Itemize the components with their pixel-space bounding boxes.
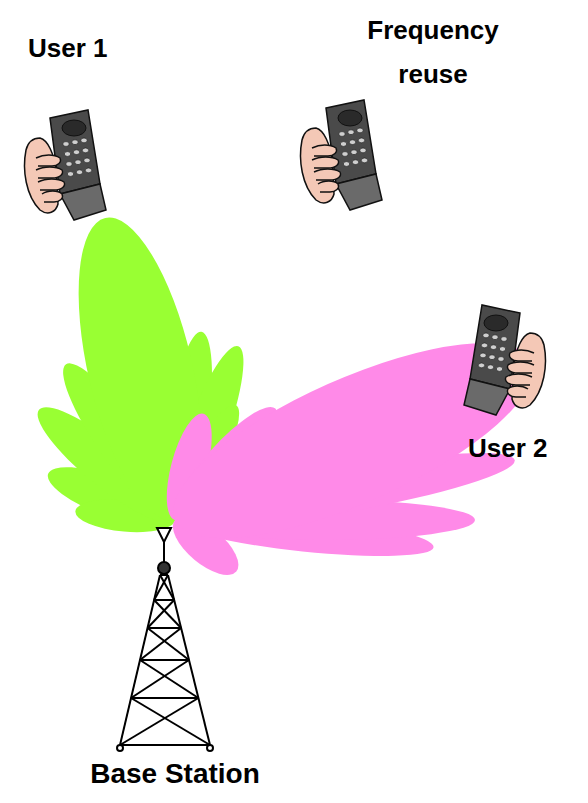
- beam-pattern: [25, 206, 556, 585]
- user-label: User 1: [28, 33, 158, 64]
- user-phone: [464, 305, 545, 415]
- user-phone: [25, 110, 106, 220]
- reuse-phone: [301, 100, 382, 210]
- station-label: Base Station: [40, 758, 310, 790]
- reuse-label: Frequency reuse: [333, 8, 533, 96]
- user-label: User 2: [468, 433, 583, 464]
- base-station-tower: [117, 528, 213, 751]
